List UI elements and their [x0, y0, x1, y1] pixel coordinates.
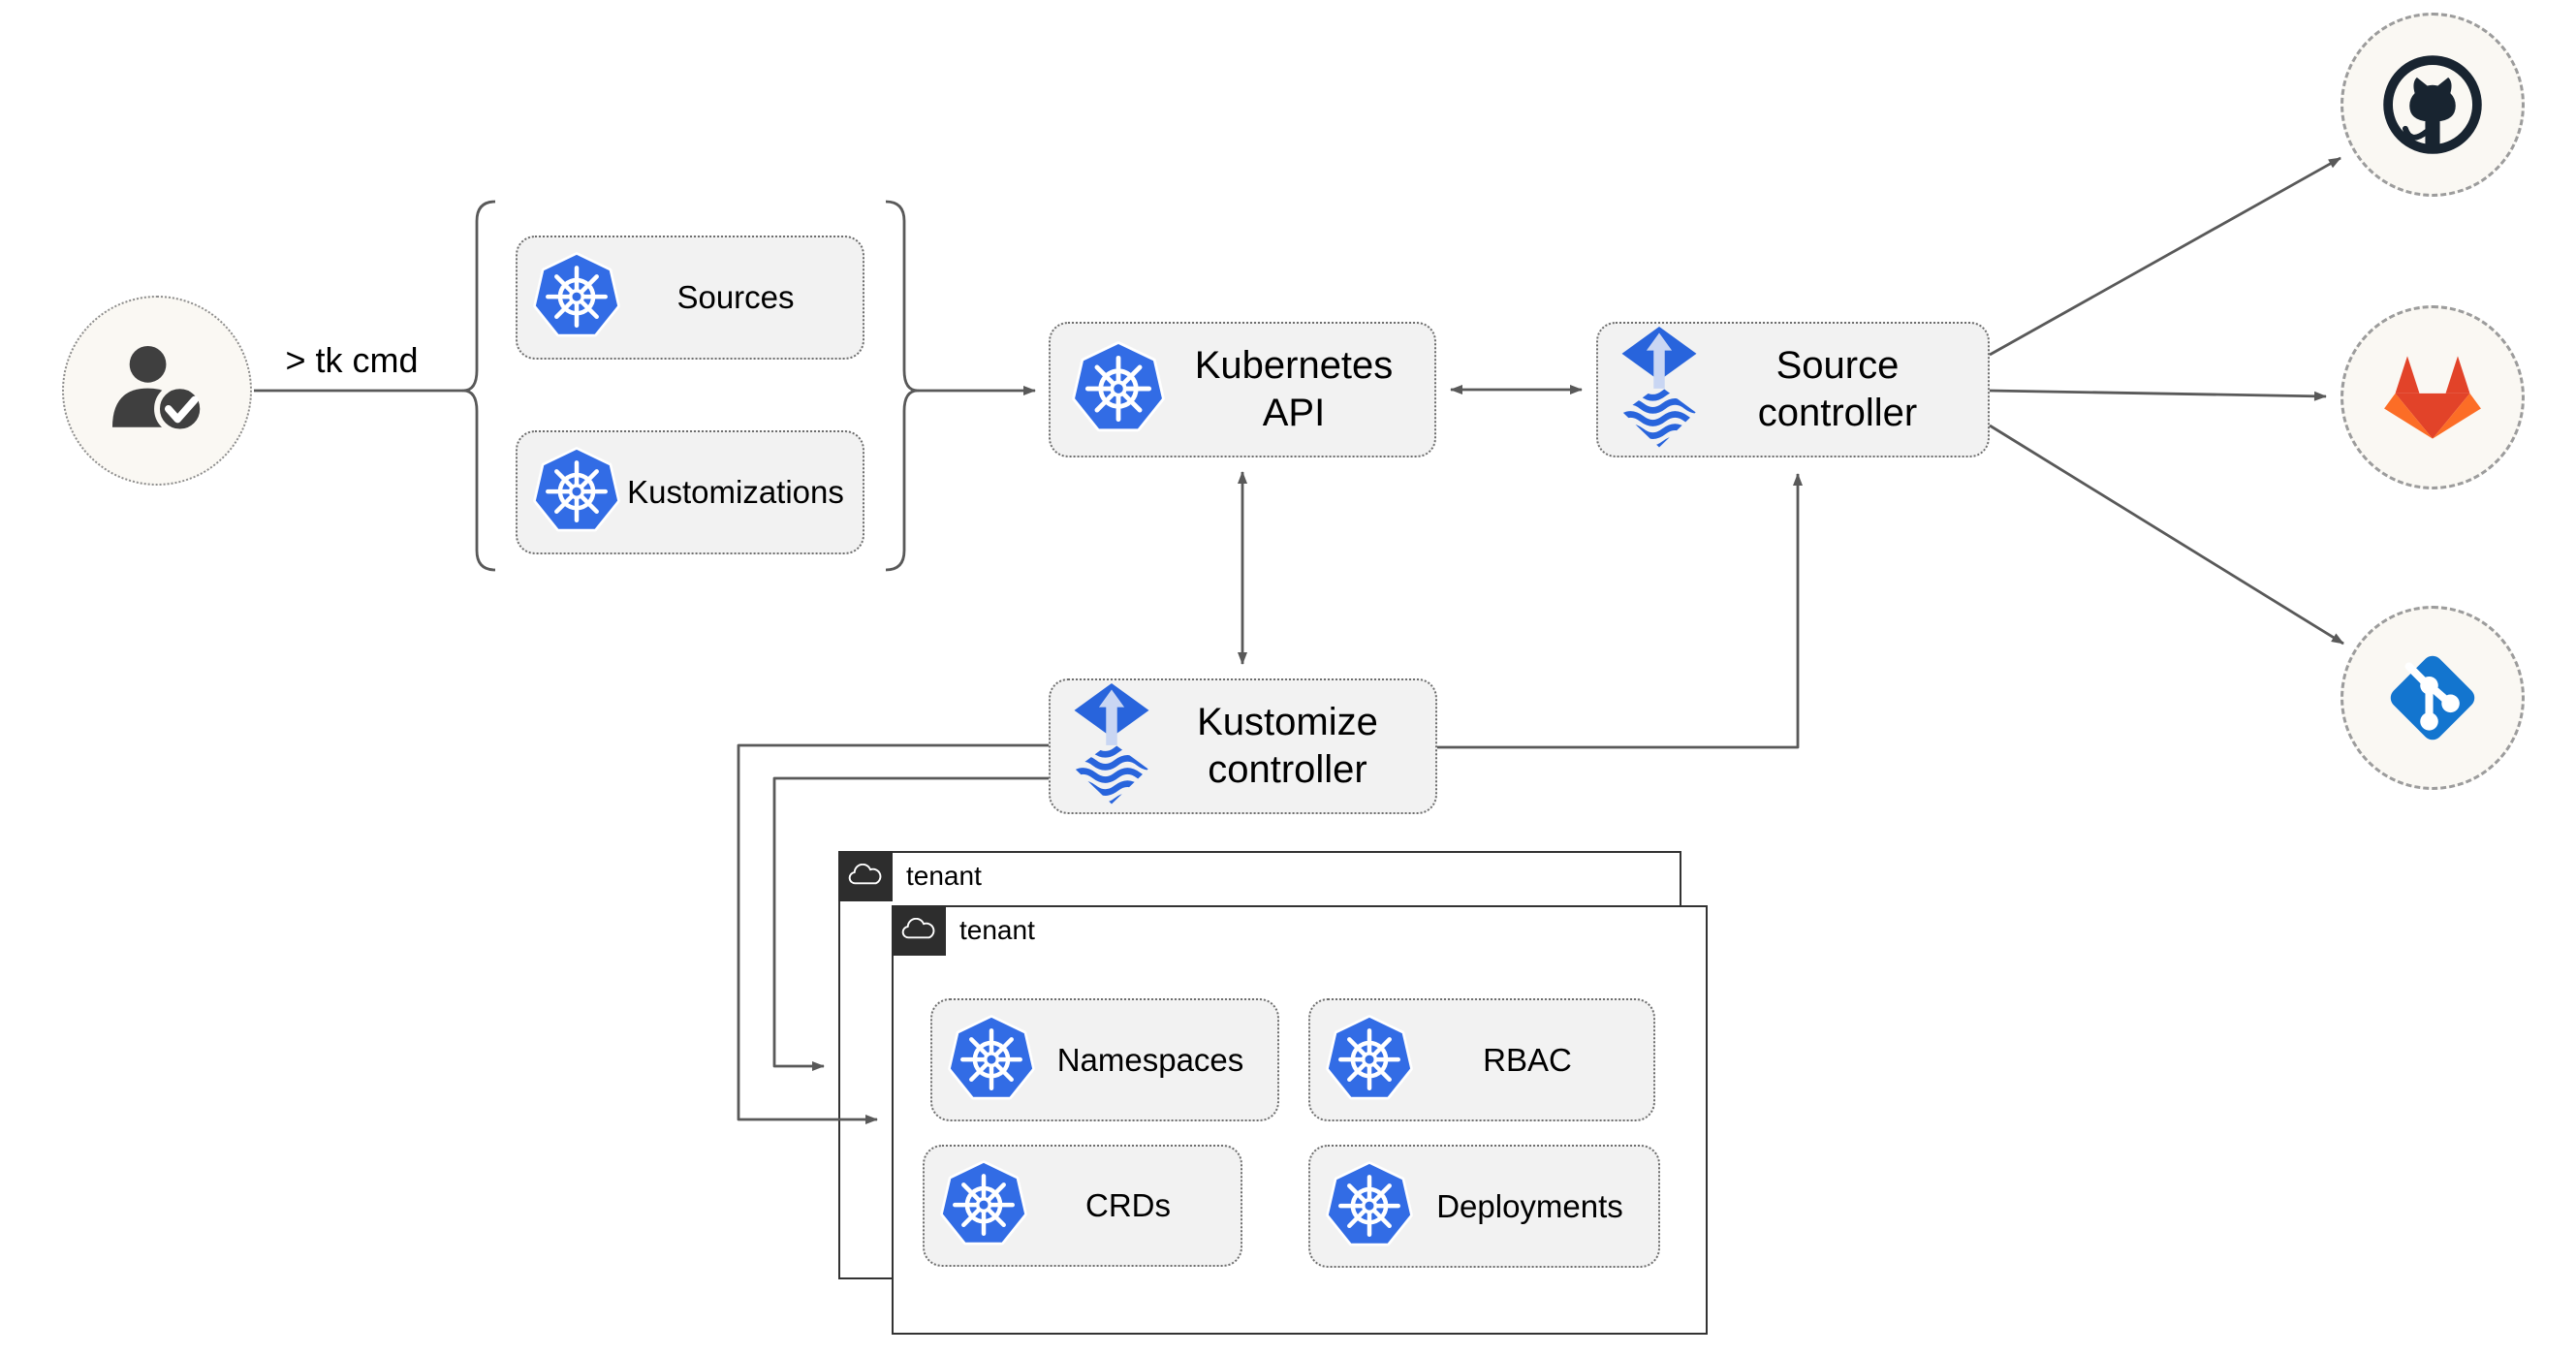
- git-icon: [2376, 642, 2489, 754]
- cloud-icon: [901, 918, 936, 943]
- namespaces-node: Namespaces: [930, 998, 1279, 1121]
- tenant-label: tenant: [906, 860, 982, 891]
- user-circle: [62, 296, 252, 486]
- kubernetes-api-label: Kubernetes API: [1194, 344, 1394, 434]
- source-controller-label: Source controller: [1757, 344, 1918, 434]
- deployments-node: Deployments: [1308, 1145, 1660, 1268]
- connector-source-to-git: [1989, 424, 2344, 646]
- kustomizations-label: Kustomizations: [627, 474, 844, 511]
- gitlab-circle: [2340, 305, 2525, 489]
- kubernetes-icon: [948, 1015, 1035, 1106]
- kubernetes-icon: [1326, 1161, 1413, 1252]
- kustomize-controller-node: Kustomize controller: [1049, 678, 1437, 814]
- github-circle: [2340, 13, 2525, 197]
- connector-kustomize-to-source: [1437, 473, 1803, 749]
- left-brace: [461, 200, 496, 572]
- crds-node: CRDs: [923, 1145, 1242, 1267]
- tenant-tab: [891, 904, 946, 956]
- github-icon: [2380, 52, 2485, 157]
- kubernetes-api-node: Kubernetes API: [1049, 322, 1436, 457]
- sources-label: Sources: [676, 279, 795, 316]
- tenant-label: tenant: [959, 914, 1035, 945]
- flux-icon: [1619, 327, 1699, 454]
- sources-node: Sources: [516, 236, 864, 360]
- rbac-node: RBAC: [1308, 998, 1655, 1121]
- crds-label: CRDs: [1085, 1187, 1171, 1224]
- kubernetes-icon: [533, 447, 620, 538]
- cli-command-label: > tk cmd: [285, 340, 419, 380]
- namespaces-label: Namespaces: [1056, 1041, 1244, 1078]
- gitlab-icon: [2382, 351, 2483, 444]
- deployments-label: Deployments: [1436, 1187, 1623, 1224]
- kubernetes-icon: [1326, 1015, 1413, 1106]
- rbac-label: RBAC: [1483, 1041, 1572, 1078]
- source-controller-node: Source controller: [1596, 322, 1990, 457]
- kubernetes-icon: [1072, 341, 1165, 438]
- right-brace: [885, 200, 920, 572]
- kustomize-controller-label: Kustomize controller: [1197, 701, 1378, 791]
- flux-icon: [1072, 683, 1151, 810]
- git-circle: [2340, 606, 2525, 790]
- tenant-tab: [837, 850, 893, 901]
- kubernetes-icon: [533, 252, 620, 343]
- connector-source-to-gitlab: [1989, 389, 2327, 401]
- kustomizations-node: Kustomizations: [516, 430, 864, 554]
- connector-source-to-github: [1989, 156, 2341, 357]
- user-check-icon: [100, 333, 214, 448]
- cloud-icon: [848, 864, 883, 889]
- kubernetes-icon: [940, 1160, 1027, 1251]
